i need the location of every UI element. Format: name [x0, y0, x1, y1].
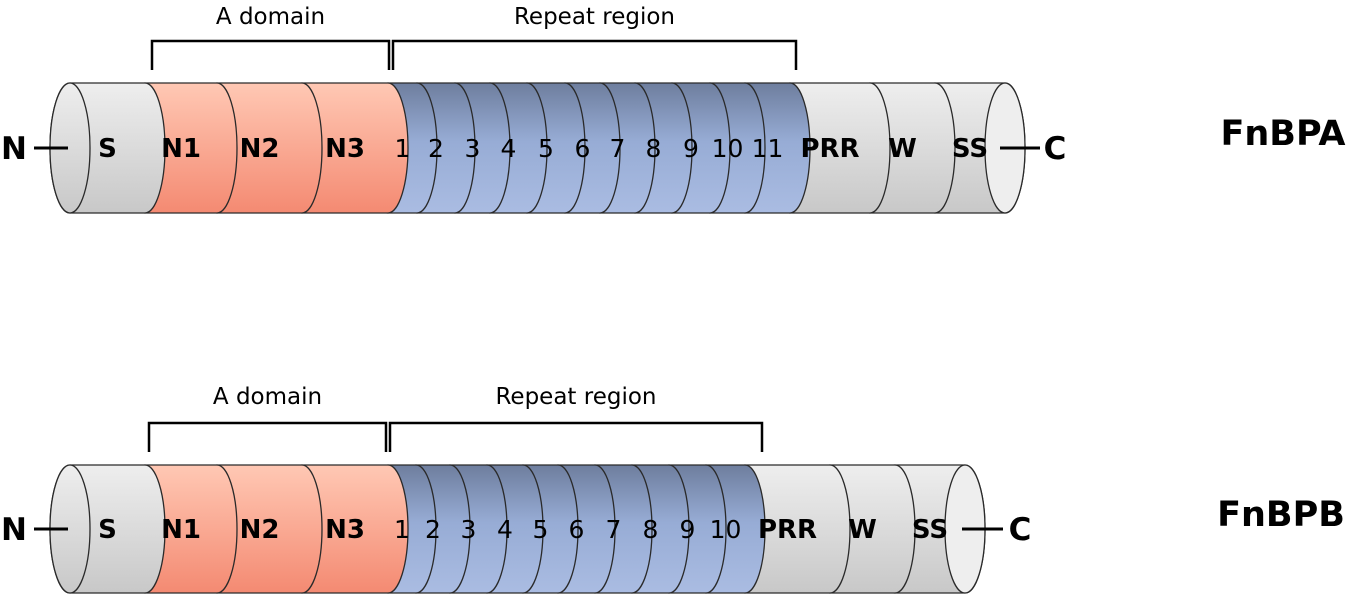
fnbpb-a-domain-bracket	[147, 421, 388, 452]
fnbpa-segment-label: N1	[161, 134, 201, 164]
fnbpa-n-terminus: N	[1, 131, 27, 167]
fnbpb-segment-label: W	[848, 515, 877, 545]
fnbpa-segment-label: 1	[395, 134, 411, 163]
fnbpa-segment-label: S	[98, 134, 117, 164]
fnbpb-segment-label: 2	[425, 515, 441, 544]
fnbpb-segment-label: N1	[161, 515, 201, 545]
fnbpb-segment-label: PRR	[758, 515, 817, 545]
fnbpb-segment-label: S	[98, 515, 117, 545]
fnbpb-segment-label: 8	[643, 515, 659, 544]
fnbpa-segment-label: 2	[428, 134, 444, 163]
fnbpa-brackets: A domain Repeat region	[150, 4, 798, 70]
fnbpb-segment-label: 3	[461, 515, 477, 544]
fnbpb-a-domain-label: A domain	[213, 384, 322, 410]
fnbpa-segment-label: 7	[610, 134, 626, 163]
fnbpb-repeat-region-label: Repeat region	[495, 384, 656, 410]
fnbpb-segment-label: 4	[497, 515, 513, 544]
fnbpa-segment-label: 3	[465, 134, 481, 163]
fnbpa-segment-label: PRR	[800, 134, 859, 164]
fnbpa-segment-label: W	[888, 134, 917, 164]
fnbpa-a-domain-label: A domain	[216, 4, 325, 30]
fnbpb-c-terminus: C	[1009, 512, 1032, 548]
fnbpb-segment-label: N2	[240, 515, 280, 545]
fnbpa-a-domain-bracket	[150, 39, 391, 70]
fnbpb-segment-label: N3	[325, 515, 365, 545]
fnbpa-segment-label: 9	[683, 134, 699, 163]
fnbpa-segment-label: N2	[240, 134, 280, 164]
fnbpb-segment-label: 1	[394, 515, 410, 544]
fnbpb-protein-name: FnBPB	[1217, 495, 1345, 535]
fnbpb-repeat-region-bracket	[388, 421, 764, 452]
fnbpb-segment-label: 5	[533, 515, 549, 544]
fnbpa-repeat-region-bracket	[391, 39, 798, 70]
fnbpa-segment-label: 5	[538, 134, 554, 163]
fnbpb-segment-label: 6	[569, 515, 585, 544]
fnbpb-cylinder	[49, 464, 986, 594]
fnbpb-segment-label: 9	[680, 515, 696, 544]
fnbpa-segment-label: 8	[646, 134, 662, 163]
fnbpa-cylinder	[49, 82, 1026, 214]
fnbpb-segment-label: 10	[710, 515, 742, 544]
fnbpb-segment-label: 7	[606, 515, 622, 544]
fnbpb-n-terminus: N	[1, 512, 27, 548]
fnbpa-segment-label: N3	[325, 134, 365, 164]
fnbpa-segment-label: 11	[752, 134, 784, 163]
fnbpb-brackets: A domain Repeat region	[147, 384, 764, 452]
fnbpa-c-terminus: C	[1044, 131, 1067, 167]
fnbpa-segment-label: 6	[575, 134, 591, 163]
fnbpa-segment-label: 10	[712, 134, 744, 163]
fnbpa-segment-label: 4	[501, 134, 517, 163]
fnbpa-repeat-region-label: Repeat region	[514, 4, 675, 30]
fnbpb-segment-label: SS	[912, 515, 948, 545]
fnbpa-segment-label: SS	[952, 134, 988, 164]
fnbpa-protein-name: FnBPA	[1220, 114, 1345, 154]
